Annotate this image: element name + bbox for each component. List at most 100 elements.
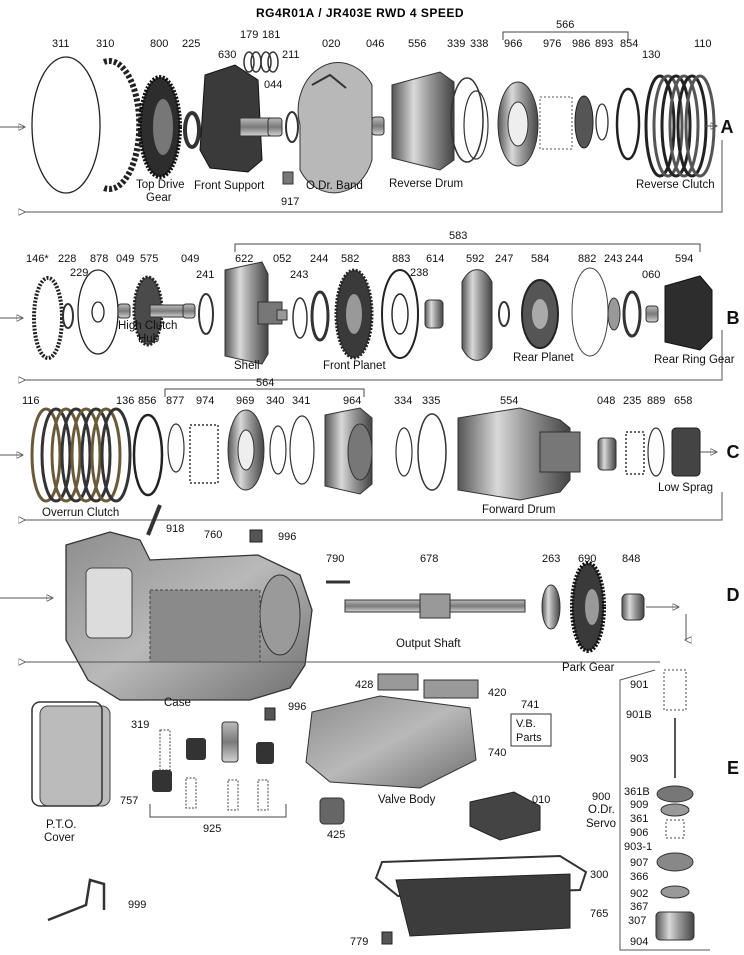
part-263-bearing: [541, 584, 561, 630]
label-678: 678: [420, 553, 438, 565]
name-shell: Shell: [234, 360, 260, 372]
part-335-seal: [417, 413, 447, 491]
part-181-ring-b: [267, 51, 279, 73]
label-878: 878: [90, 253, 108, 265]
part-235-bearing: [625, 431, 645, 475]
label-554: 554: [500, 395, 518, 407]
part-584-carrier: [532, 299, 548, 329]
row-e-guide-line: [619, 669, 710, 951]
label-146: 146*: [26, 253, 49, 265]
row-b-return-line: [24, 330, 723, 380]
part-976-spring-pack: [539, 96, 573, 150]
label-334: 334: [394, 395, 412, 407]
label-010: 010: [532, 794, 550, 806]
name-output-shaft: Output Shaft: [396, 638, 461, 650]
label-046: 046: [366, 38, 384, 50]
row-letter-c: C: [727, 442, 740, 462]
name-rear-ring-gear: Rear Ring Gear: [654, 354, 735, 366]
label-964: 964: [343, 395, 361, 407]
row-e-parts: [31, 669, 710, 951]
row-a-parts: [0, 31, 723, 212]
name-rear-planet: Rear Planet: [513, 352, 575, 364]
part-630-front-support: [199, 64, 263, 173]
part-339-ring: [450, 77, 484, 163]
label-335: 335: [422, 395, 440, 407]
label-630: 630: [218, 49, 236, 61]
label-900: 900: [592, 791, 610, 803]
row-letter-e: E: [727, 758, 739, 778]
label-614: 614: [426, 253, 444, 265]
label-211: 211: [282, 49, 300, 61]
part-052-bearing: [276, 309, 288, 321]
label-996-e: 996: [288, 701, 306, 713]
bracket-564: [164, 388, 365, 397]
name-case: Case: [164, 697, 191, 709]
part-420-solenoid: [423, 679, 479, 699]
label-741: 741: [521, 699, 539, 711]
label-243-b: 243: [604, 253, 622, 265]
label-901b: 901B: [626, 709, 652, 721]
part-999-tube: [47, 878, 106, 922]
part-229-inner: [91, 301, 105, 323]
label-311: 311: [52, 38, 70, 50]
part-554-forward-drum: [457, 407, 571, 501]
part-974-spring: [189, 424, 219, 484]
label-367: 367: [630, 901, 648, 913]
label-907: 907: [630, 857, 648, 869]
part-425-solenoid: [319, 797, 345, 825]
part-740-valve-body: [305, 695, 477, 789]
label-909: 909: [630, 799, 648, 811]
label-584: 584: [531, 253, 549, 265]
label-854: 854: [620, 38, 638, 50]
label-020: 020: [322, 38, 340, 50]
part-044-bushing: [267, 117, 283, 137]
bracket-566: [502, 31, 629, 40]
part-760-rear-bore: [259, 574, 301, 656]
part-800-hub: [153, 99, 173, 155]
label-740: 740: [488, 747, 506, 759]
part-966-bore: [507, 101, 529, 147]
label-918: 918: [166, 523, 184, 535]
row-letter-d: D: [727, 585, 740, 605]
part-243-thrust: [607, 297, 621, 331]
part-918-sensor: [146, 504, 162, 536]
label-235: 235: [623, 395, 641, 407]
label-310: 310: [96, 38, 114, 50]
part-300-pan-gasket: [374, 854, 588, 898]
part-594-rear-ring-gear: [664, 275, 713, 351]
label-903-1: 903-1: [624, 841, 652, 853]
label-428: 428: [355, 679, 373, 691]
label-340: 340: [266, 395, 284, 407]
label-969: 969: [236, 395, 254, 407]
part-116-overrun-clutch-pack: [30, 407, 132, 503]
part-238-ring: [391, 293, 409, 335]
label-893: 893: [595, 38, 613, 50]
part-181-ring: [260, 51, 272, 73]
label-420: 420: [488, 687, 506, 699]
part-986-retainer: [574, 95, 594, 149]
part-338-ring: [463, 90, 489, 160]
label-136: 136: [116, 395, 134, 407]
label-179: 179: [240, 29, 258, 41]
label-048: 048: [597, 395, 615, 407]
label-243: 243: [290, 269, 308, 281]
label-904: 904: [630, 936, 648, 948]
label-130: 130: [642, 49, 660, 61]
label-244-b: 244: [625, 253, 643, 265]
name-servo: Servo: [586, 818, 616, 830]
label-765: 765: [590, 908, 608, 920]
name-reverse-clutch: Reverse Clutch: [636, 179, 715, 191]
name-cover: Cover: [44, 832, 75, 844]
label-889: 889: [647, 395, 665, 407]
part-049-bushing: [117, 303, 131, 319]
part-760-valve-body-mount: [149, 589, 261, 663]
label-049-b: 049: [181, 253, 199, 265]
part-622-shell: [224, 261, 269, 365]
label-976: 976: [543, 38, 561, 50]
part-428-solenoid: [377, 673, 419, 691]
name-pto: P.T.O.: [46, 819, 76, 831]
label-229: 229: [70, 267, 88, 279]
label-181: 181: [262, 29, 280, 41]
part-311-gasket: [31, 56, 101, 194]
